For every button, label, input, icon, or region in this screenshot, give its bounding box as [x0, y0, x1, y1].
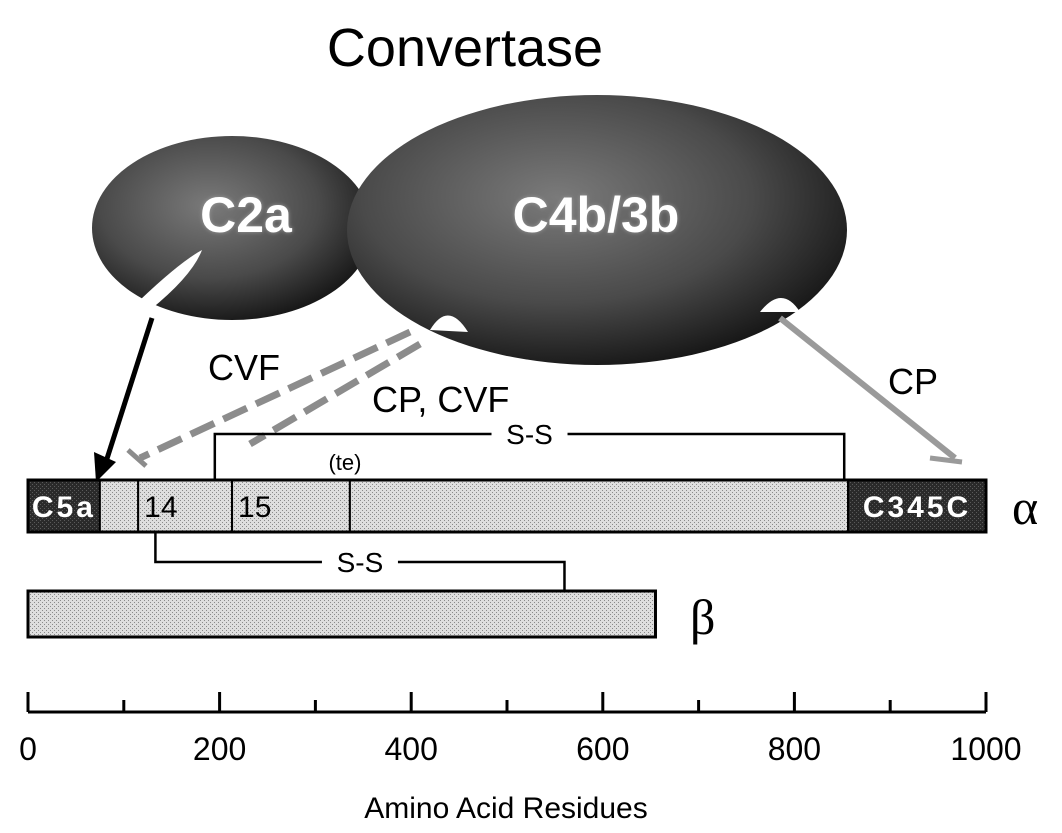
cleavage-arrows	[94, 315, 963, 482]
c2a-cleavage-arrow	[101, 317, 155, 469]
alpha-segment-label: 14	[144, 491, 177, 524]
axis-tick-label: 1000	[950, 731, 1021, 767]
alpha-segment-label: C345C	[863, 491, 971, 524]
cp-cvf-label: CP, CVF	[372, 379, 509, 420]
axis-label: Amino Acid Residues	[364, 792, 647, 825]
c2a-label: C2a	[200, 187, 293, 243]
beta-symbol: β	[690, 589, 715, 645]
c2a-protein	[92, 136, 372, 320]
alpha-chain: C5a 14 15 C345C	[26, 478, 988, 534]
disulfide-label: S-S	[337, 547, 384, 578]
cp-label: CP	[888, 361, 938, 402]
cp-cvf-cleavage-arrow	[248, 340, 422, 448]
axis-tick-label: 400	[385, 731, 438, 767]
c4b3b-label: C4b/3b	[513, 187, 680, 243]
diagram-title: Convertase	[327, 18, 603, 78]
axis-tick-label: 800	[768, 731, 821, 767]
alpha-segment	[98, 479, 140, 533]
disulfide-label-bg	[491, 418, 568, 450]
axis-tick-label: 200	[193, 731, 246, 767]
alpha-segment	[348, 479, 850, 533]
alpha-outline	[26, 478, 988, 534]
alpha-segment	[231, 479, 351, 533]
alpha-segment-label: C5a	[32, 491, 96, 524]
disulfide-label: S-S	[506, 419, 553, 450]
disulfide-bridges: S-S S-S	[154, 418, 846, 591]
beta-chain	[26, 589, 657, 639]
c2a-arrowhead	[94, 452, 116, 482]
alpha-segment-label: 15	[238, 491, 271, 524]
alpha-symbol: α	[1012, 479, 1038, 535]
cvf-label: CVF	[208, 347, 280, 388]
alpha-segment	[137, 479, 234, 533]
axis-tick-label: 0	[19, 731, 37, 767]
disulfide-label-bg	[321, 546, 398, 578]
axis-tick-label: 600	[576, 731, 629, 767]
cvf-cleavage-arrow	[138, 328, 412, 462]
residue-axis: 0 200 400 600 800 1000	[19, 692, 1022, 767]
c4b3b-protein	[347, 95, 847, 365]
cp-cleavage-arrow	[778, 315, 957, 461]
cp-arrow-foot	[929, 455, 963, 465]
cvf-arrow-foot	[126, 448, 148, 468]
te-label: (te)	[328, 450, 361, 475]
